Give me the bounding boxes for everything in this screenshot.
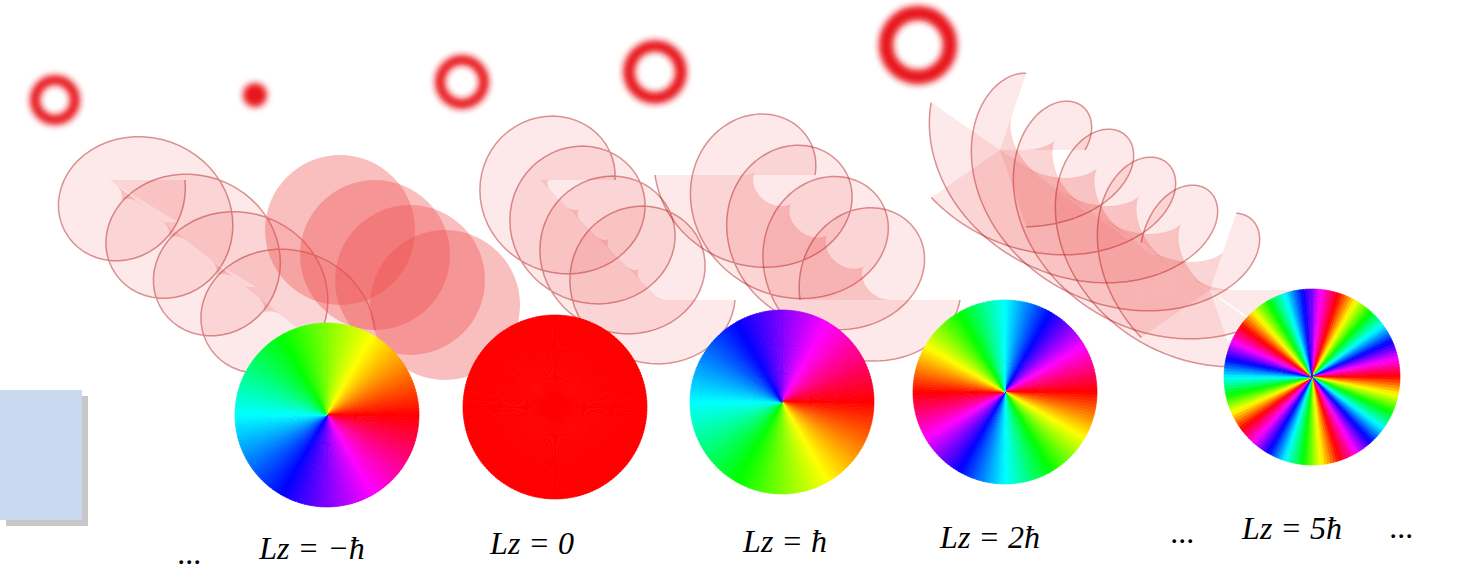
- helix-facet: [861, 208, 868, 284]
- helix-facet: [1060, 242, 1146, 247]
- helix-facet: [799, 290, 879, 299]
- helix-facet: [1207, 288, 1230, 367]
- helix-facet: [1061, 245, 1147, 248]
- helix-facet: [570, 264, 644, 285]
- helix-facet: [1206, 287, 1226, 366]
- helix-facet: [629, 269, 705, 277]
- blue-panel: [0, 390, 82, 520]
- helix-facet: [799, 295, 880, 300]
- helix-facet: [788, 145, 795, 221]
- helix-facet: [1193, 282, 1199, 363]
- helix-facet: [727, 233, 808, 238]
- helix-rim: [655, 145, 925, 330]
- helix-facet: [1196, 282, 1199, 363]
- helix-facet: [659, 299, 735, 307]
- helix-facet: [1189, 281, 1197, 362]
- helical-wavefronts: [58, 73, 1295, 380]
- helix-facet: [727, 228, 807, 237]
